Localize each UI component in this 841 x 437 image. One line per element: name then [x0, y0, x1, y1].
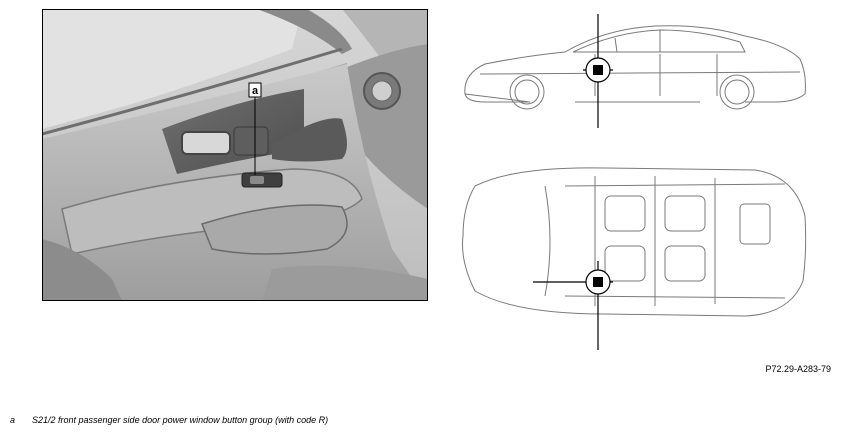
legend-key: a	[10, 415, 16, 425]
location-marker	[593, 277, 603, 287]
figure-code: P72.29-A283-79	[765, 364, 831, 374]
legend-item-a: a S21/2 front passenger side door power w…	[10, 415, 328, 425]
vehicle-side-view	[464, 14, 806, 128]
door-interior-illustration: a	[42, 9, 428, 301]
callout-a-box	[248, 82, 262, 98]
vehicle-top-view	[462, 167, 807, 350]
callout-a-label: a	[252, 85, 259, 97]
legend-text: S21/2 front passenger side door power wi…	[32, 415, 329, 425]
location-marker	[593, 65, 603, 75]
